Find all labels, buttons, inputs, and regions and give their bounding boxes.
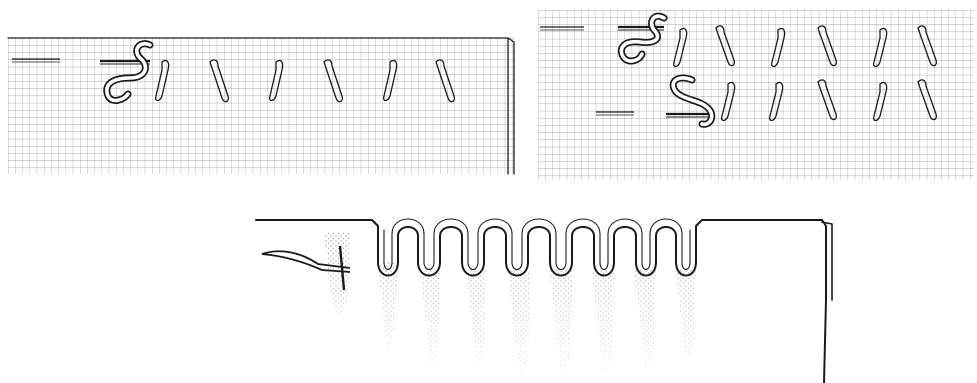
grid-panel-one-row [8, 38, 514, 174]
grid-fabric [8, 38, 514, 174]
gathered-fabric-cross-section [256, 219, 832, 383]
grid-fabric [538, 10, 974, 180]
grid-panel-two-rows [538, 10, 974, 180]
